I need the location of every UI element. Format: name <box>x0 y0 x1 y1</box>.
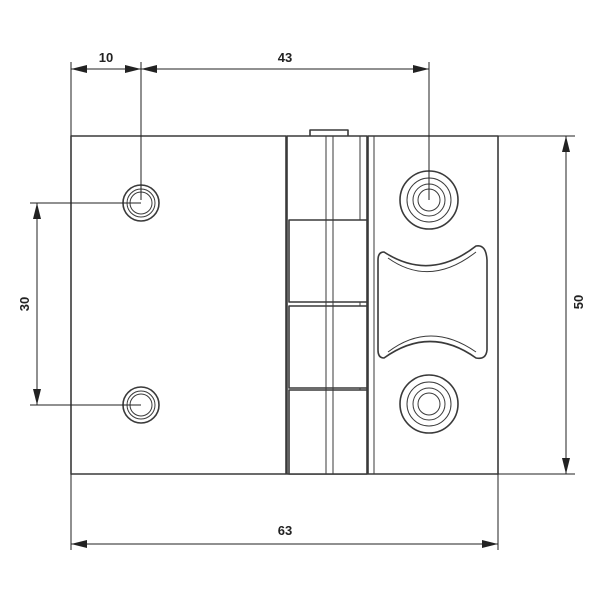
dimension-label-63: 63 <box>278 523 292 538</box>
dimension-label-43: 43 <box>278 50 292 65</box>
right-leaf-cutout <box>377 244 488 360</box>
dimension-hole-edge-offset: 10 <box>70 50 142 200</box>
dimension-label-30: 30 <box>17 297 32 311</box>
hinge-knuckle <box>286 129 368 475</box>
dimension-hole-spacing-vertical: 30 <box>17 202 141 406</box>
dimension-overall-height: 50 <box>498 135 586 475</box>
dimension-label-50: 50 <box>571 295 586 309</box>
dimension-label-10: 10 <box>99 50 113 65</box>
dimension-hole-spacing-horizontal: 43 <box>141 50 430 200</box>
dimension-overall-width: 63 <box>70 474 499 550</box>
left-leaf <box>70 135 287 475</box>
right-bottom-hole <box>399 374 459 434</box>
